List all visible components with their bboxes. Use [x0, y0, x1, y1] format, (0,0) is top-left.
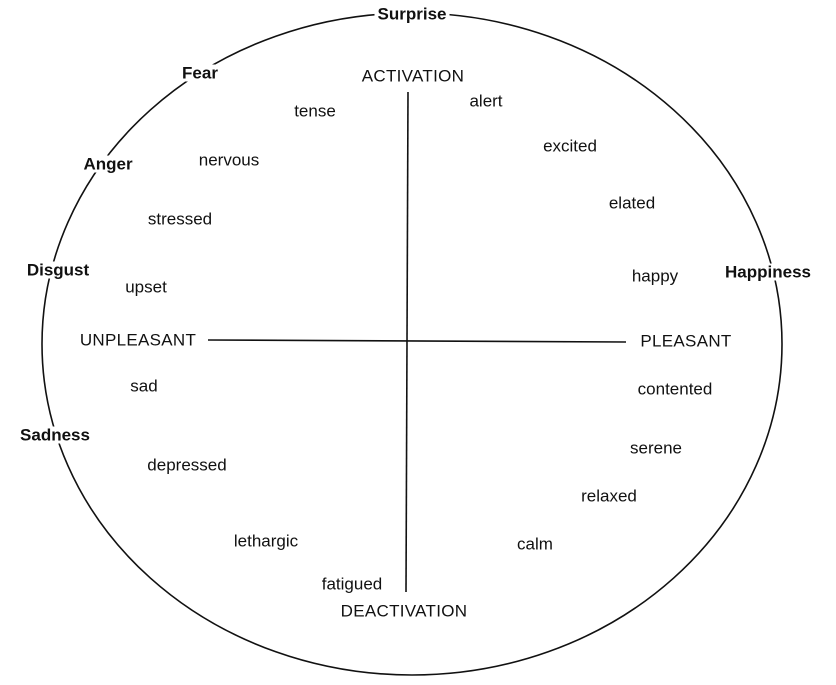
horizontal-axis-line: [207, 339, 627, 343]
axis-label-unpleasant: UNPLEASANT: [76, 331, 200, 349]
word-serene: serene: [630, 438, 682, 458]
vertical-axis-line: [405, 91, 409, 593]
word-sad: sad: [130, 376, 158, 396]
word-relaxed: relaxed: [581, 486, 637, 506]
word-alert: alert: [469, 91, 503, 111]
emotion-happiness: Happiness: [722, 263, 814, 281]
word-stressed: stressed: [147, 209, 213, 229]
axis-label-deactivation: DEACTIVATION: [340, 601, 468, 621]
word-fatigued: fatigued: [321, 574, 383, 594]
word-nervous: nervous: [198, 150, 260, 170]
word-elated: elated: [608, 193, 656, 213]
axis-label-activation: ACTIVATION: [361, 66, 465, 86]
word-happy: happy: [631, 266, 679, 286]
emotion-surprise: Surprise: [374, 5, 450, 23]
emotion-anger: Anger: [80, 155, 136, 173]
word-tense: tense: [294, 101, 336, 121]
emotion-disgust: Disgust: [23, 261, 93, 279]
emotion-sadness: Sadness: [17, 426, 93, 444]
axis-label-pleasant: PLEASANT: [637, 332, 735, 350]
word-depressed: depressed: [147, 455, 227, 475]
word-contented: contented: [637, 379, 713, 399]
word-upset: upset: [125, 277, 167, 297]
word-calm: calm: [517, 534, 553, 554]
word-lethargic: lethargic: [233, 531, 299, 551]
word-excited: excited: [543, 136, 597, 156]
emotion-fear: Fear: [179, 64, 221, 82]
